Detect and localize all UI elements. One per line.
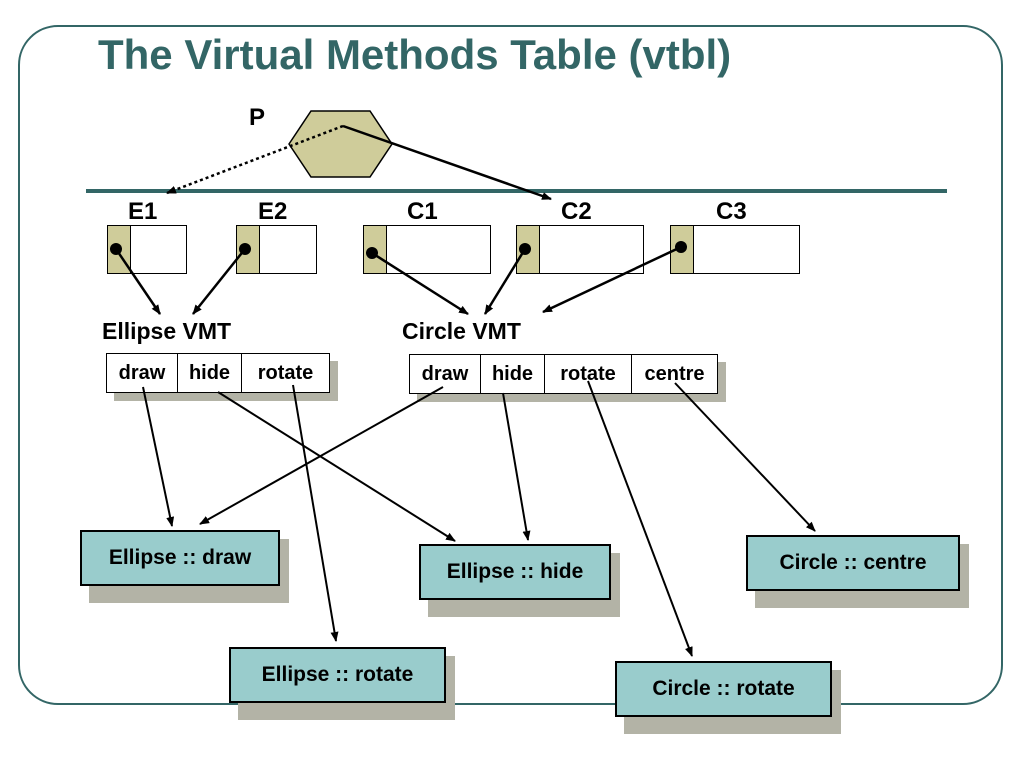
object-label-c3: C3	[716, 198, 747, 225]
impl-box-ellipse-draw: Ellipse :: draw	[80, 530, 280, 586]
impl-box-ellipse-hide: Ellipse :: hide	[419, 544, 611, 600]
arrow-c2-to-circle-vmt	[483, 248, 527, 315]
arrow-e2-to-ellipse-vmt	[192, 248, 246, 315]
impl-box-circle-centre: Circle :: centre	[746, 535, 960, 591]
pointer-arrow-to-e1	[166, 124, 344, 195]
circle-vmt-label: Circle VMT	[402, 318, 521, 344]
ellipse-vmt-label: Ellipse VMT	[102, 318, 232, 344]
circle-vmt-slot-centre: centre	[644, 362, 705, 385]
ellipse-vmt-slot-rotate: rotate	[257, 361, 314, 384]
slide-title: The Virtual Methods Table (vtbl)	[98, 31, 732, 78]
circle-vmt-slot-hide: hide	[481, 355, 545, 393]
impl-box-circle-rotate: Circle :: rotate	[615, 661, 832, 717]
object-label-e1: E1	[128, 198, 158, 225]
object-label-e2: E2	[258, 198, 288, 225]
pointer-label: P	[249, 104, 266, 131]
object-box-c3	[670, 225, 800, 274]
arrow-ellipse-draw-impl	[142, 386, 175, 527]
circle-vmt-slot-draw: draw	[410, 355, 481, 393]
arrow-circle-rotate-impl	[587, 380, 693, 657]
ellipse-vmt-slot-draw: draw	[107, 354, 178, 392]
circle-vmt-slot-rotate: rotate	[545, 355, 632, 393]
circle-vmt-table: draw hide rotate centre	[409, 354, 718, 394]
arrow-ellipse-hide-impl	[217, 391, 456, 542]
pointer-arrow-to-c2	[342, 124, 552, 201]
object-label-c2: C2	[561, 198, 592, 225]
arrow-e1-to-ellipse-vmt	[114, 248, 162, 315]
pointer-hexagon	[288, 110, 393, 178]
arrow-ellipse-rotate-impl	[292, 384, 339, 642]
arrow-circle-draw-impl	[199, 386, 444, 525]
arrow-c1-to-circle-vmt	[371, 251, 469, 316]
impl-box-ellipse-rotate: Ellipse :: rotate	[229, 647, 446, 703]
ellipse-vmt-slot-hide: hide	[178, 354, 242, 392]
slide-frame	[18, 25, 1003, 705]
arrow-circle-hide-impl	[502, 392, 531, 541]
arrow-circle-centre-impl	[674, 382, 816, 532]
arrow-c3-to-circle-vmt	[542, 245, 682, 314]
divider-line	[86, 189, 947, 193]
object-box-c1	[363, 225, 491, 274]
object-label-c1: C1	[407, 198, 438, 225]
